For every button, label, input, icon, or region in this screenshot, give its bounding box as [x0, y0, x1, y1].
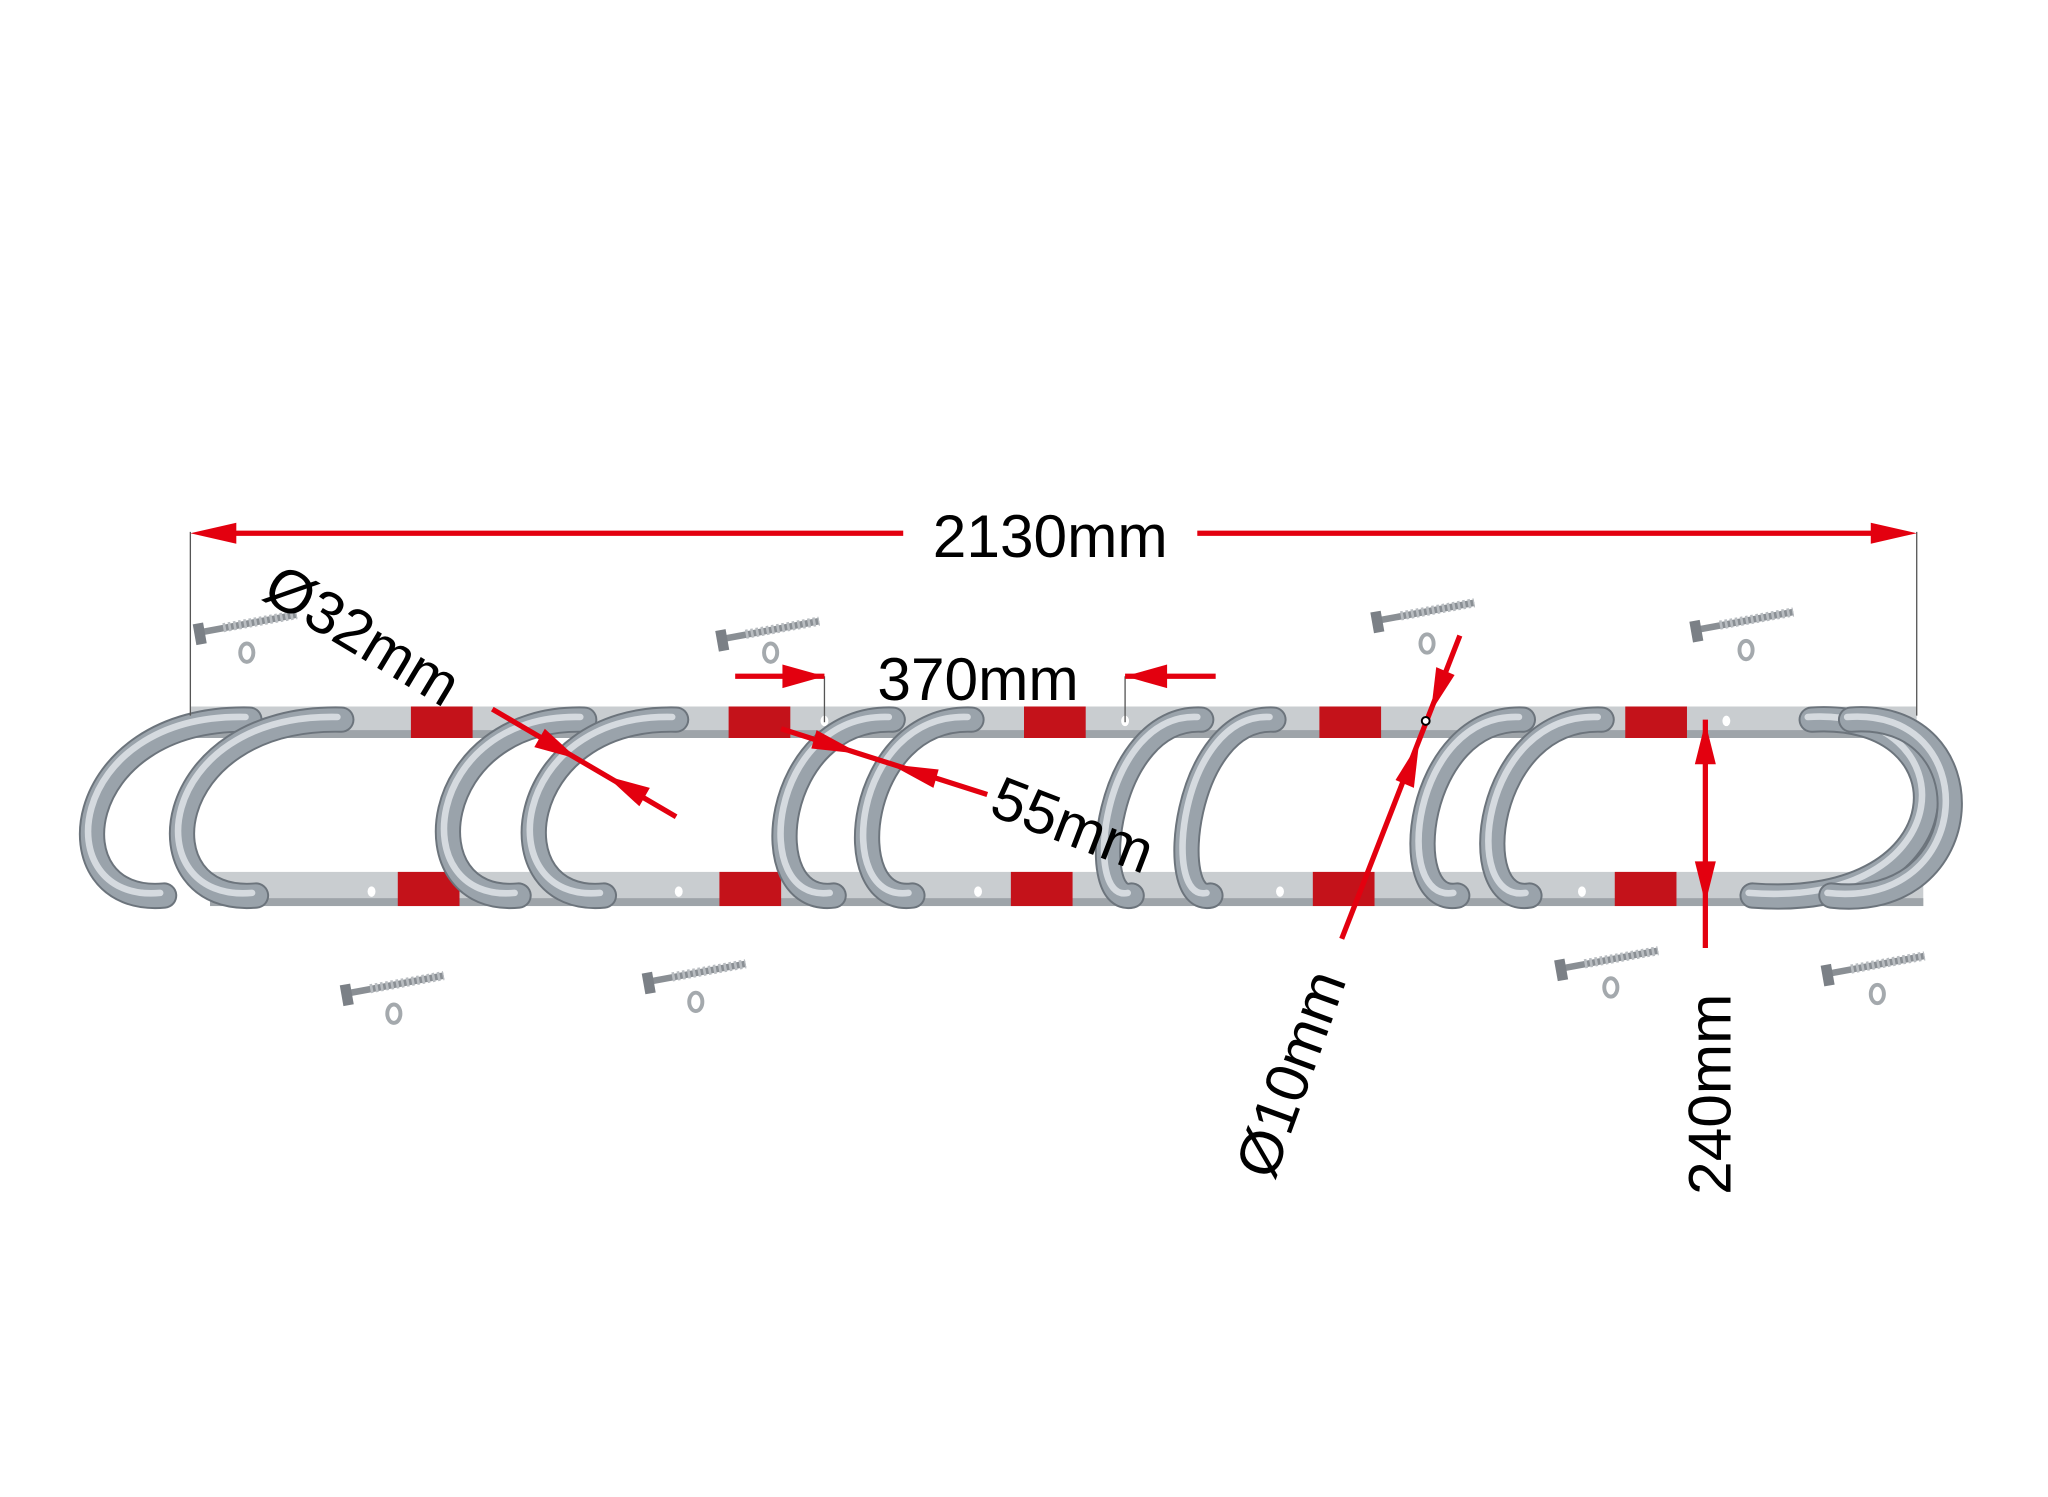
bike-loop: [169, 706, 355, 909]
dimension-loop-spacing: 55mm: [780, 726, 1164, 886]
rail-stripe: [1319, 706, 1382, 738]
mounting-hole: [674, 886, 683, 897]
washer-icon: [238, 641, 256, 664]
dimension-height: 240mm: [1675, 719, 1743, 1195]
washer-icon: [762, 641, 780, 664]
washer-icon: [1868, 982, 1886, 1006]
mounting-hole: [1578, 886, 1586, 897]
bike-loop: [79, 706, 263, 909]
hole-spacing-label: 370mm: [877, 645, 1078, 713]
bike-loop: [1094, 706, 1215, 909]
tube-diameter-label: Ø32mm: [253, 550, 472, 719]
mounting-hole: [367, 886, 376, 897]
washer-icon: [1418, 632, 1436, 655]
rail-stripe: [410, 706, 473, 738]
screw-with-washer: [192, 610, 298, 664]
washer-icon: [687, 990, 705, 1014]
mounting-hole: [1722, 715, 1731, 727]
rail-stripe: [728, 706, 791, 738]
screw-with-washer: [1370, 598, 1476, 655]
height-label: 240mm: [1675, 994, 1743, 1195]
rail-stripe: [1010, 871, 1073, 907]
bike-loop: [1409, 706, 1536, 909]
dimension-hole-spacing: 370mm: [735, 645, 1216, 723]
rail-stripe: [1625, 706, 1687, 738]
bike-loop: [520, 706, 690, 909]
bike-loop: [1739, 706, 1939, 910]
overall-length-label: 2130mm: [933, 502, 1168, 570]
washer-icon: [385, 1002, 403, 1025]
bike-loop: [853, 706, 985, 909]
screw-with-washer: [715, 616, 821, 664]
mounting-hole: [1276, 886, 1284, 897]
screw-with-washer: [1689, 607, 1795, 662]
screw-with-washer: [1820, 951, 1926, 1006]
bike-loop: [1818, 706, 1963, 910]
bike-loop: [1173, 706, 1287, 909]
rail-stripe: [1614, 871, 1677, 907]
top-rail: [190, 706, 1917, 738]
screw-with-washer: [339, 971, 445, 1025]
bike-loops: [79, 706, 1963, 910]
screw-with-washer: [641, 959, 747, 1014]
washer-icon: [1737, 638, 1755, 662]
washer-icon: [1602, 976, 1620, 999]
rail-stripe: [719, 871, 782, 907]
mounting-hole: [974, 886, 982, 897]
mounting-screws: [192, 598, 1926, 1025]
bike-loop: [771, 706, 906, 909]
screw-with-washer: [1554, 946, 1659, 999]
hole-diameter-label: Ø10mm: [1222, 961, 1359, 1186]
dimension-overall-length: 2130mm: [189, 502, 1918, 716]
bike-loop: [1479, 706, 1615, 909]
rail-stripe: [1024, 706, 1086, 738]
